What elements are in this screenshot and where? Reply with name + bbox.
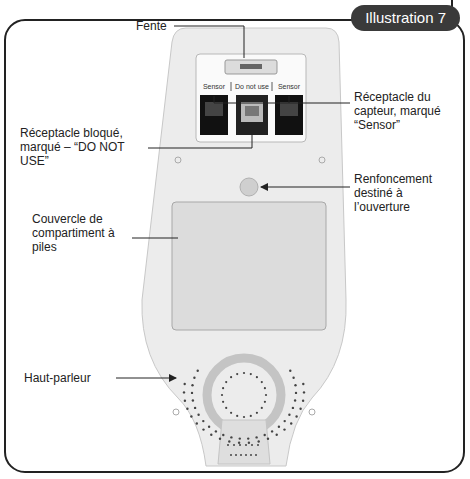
recess — [240, 178, 258, 196]
badge-text: Illustration 7 — [365, 9, 446, 27]
illustration-badge: Illustration 7 — [351, 5, 460, 31]
sensor-port — [200, 95, 228, 135]
battery-cover — [172, 202, 326, 330]
device-body — [142, 28, 346, 466]
part-label: Haut-parleur — [24, 371, 116, 385]
part-label: Renfoncement destiné à l’ouverture — [354, 172, 458, 214]
port-label: Sensor — [203, 83, 225, 91]
part-label: Couvercle de compartiment à piles — [32, 212, 130, 254]
part-label: Fente — [136, 19, 196, 33]
sensor-port — [275, 95, 303, 135]
port-label: Do not use — [235, 83, 269, 91]
part-label: Réceptacle du capteur, marqué “Sensor” — [354, 90, 458, 132]
part-label: Réceptacle bloqué, marqué – “DO NOT USE” — [20, 126, 142, 168]
port-label: Sensor — [278, 83, 300, 91]
slot — [225, 60, 277, 74]
port-panel — [196, 54, 306, 142]
frame — [5, 20, 464, 472]
